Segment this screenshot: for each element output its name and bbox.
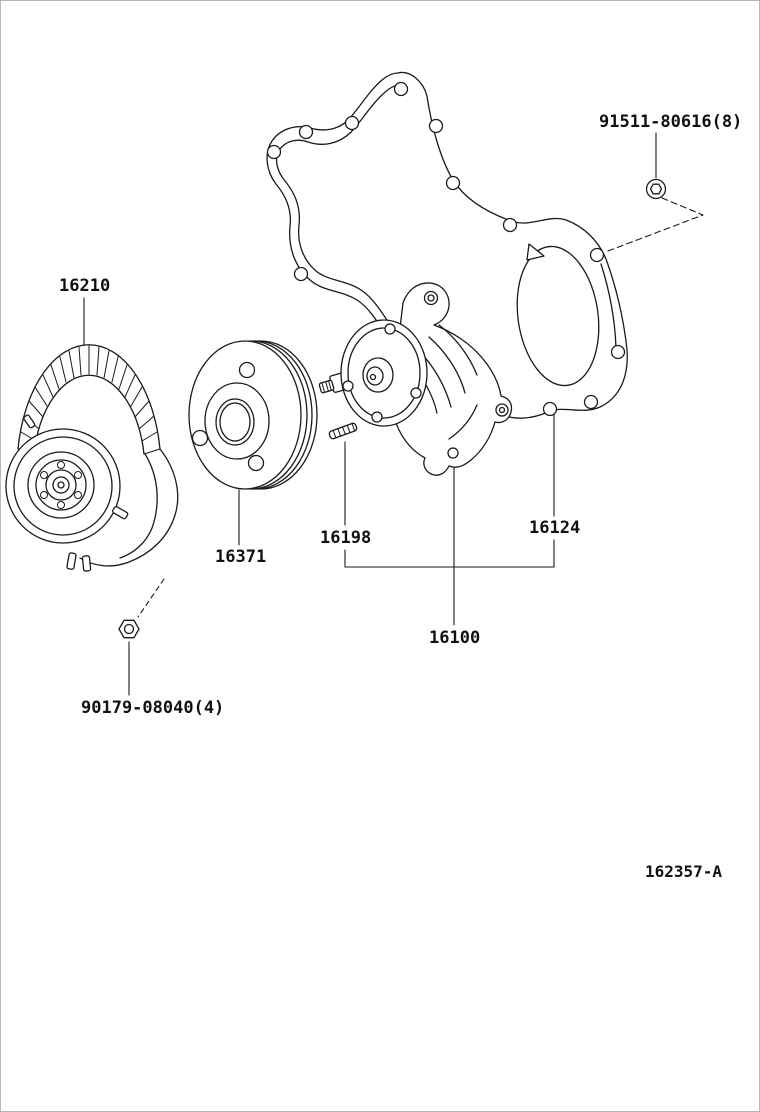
- part-label-bolt: 91511-80616(8): [599, 112, 743, 132]
- part-label-stud: 16198: [320, 528, 372, 548]
- fan-clutch-illustration: [5, 344, 179, 572]
- leader-lines: [83, 132, 704, 696]
- part-label-water-pump: 16100: [429, 628, 481, 648]
- stud-illustration: [328, 422, 358, 440]
- pulley-illustration: [188, 340, 318, 490]
- figure-code: 162357-A: [645, 862, 723, 881]
- part-label-pulley: 16371: [215, 547, 267, 567]
- part-label-nut: 90179-08040(4): [81, 698, 225, 718]
- gasket-illustration: [266, 71, 628, 420]
- nut-illustration: [118, 619, 140, 639]
- part-label-gasket: 16124: [529, 518, 581, 538]
- part-label-fan-clutch: 16210: [59, 276, 111, 296]
- bolt-illustration: [645, 178, 667, 200]
- water-pump-illustration: [318, 282, 513, 476]
